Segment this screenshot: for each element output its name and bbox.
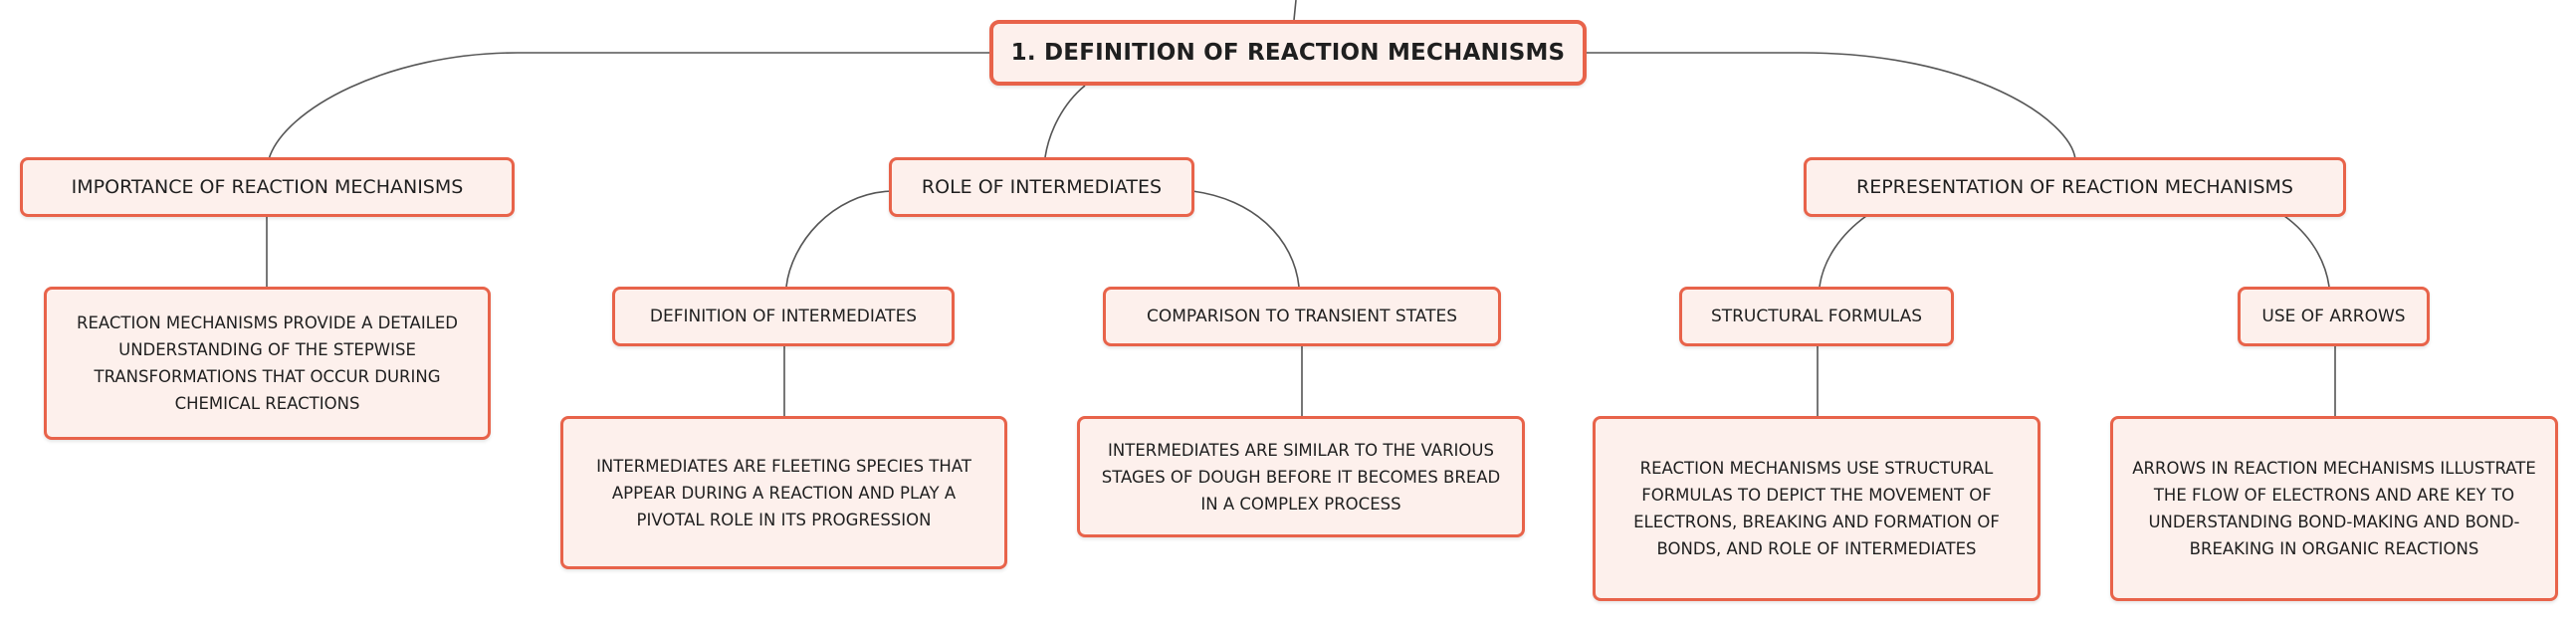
topic-role-label: ROLE OF INTERMEDIATES	[921, 176, 1163, 198]
root-topic-label: 1. DEFINITION OF REACTION MECHANISMS	[1010, 40, 1566, 66]
root-topic[interactable]: 1. DEFINITION OF REACTION MECHANISMS	[989, 20, 1587, 86]
detail-definition-text: INTERMEDIATES ARE FLEETING SPECIES THAT …	[596, 456, 971, 529]
detail-importance-text: REACTION MECHANISMS PROVIDE A DETAILED U…	[76, 313, 459, 413]
topic-role-of-intermediates[interactable]: ROLE OF INTERMEDIATES	[889, 157, 1194, 217]
detail-structural-text: REACTION MECHANISMS USE STRUCTURAL FORMU…	[1633, 459, 2000, 558]
subtopic-structural-label: STRUCTURAL FORMULAS	[1710, 307, 1923, 326]
detail-use-of-arrows[interactable]: ARROWS IN REACTION MECHANISMS ILLUSTRATE…	[2110, 416, 2558, 601]
subtopic-definition-of-intermediates[interactable]: DEFINITION OF INTERMEDIATES	[612, 287, 955, 346]
topic-importance-label: IMPORTANCE OF REACTION MECHANISMS	[71, 176, 464, 198]
detail-definition-of-intermediates[interactable]: INTERMEDIATES ARE FLEETING SPECIES THAT …	[560, 416, 1007, 569]
topic-importance[interactable]: IMPORTANCE OF REACTION MECHANISMS	[20, 157, 515, 217]
detail-comparison-text: INTERMEDIATES ARE SIMILAR TO THE VARIOUS…	[1101, 440, 1501, 514]
connector-role-to-definition	[785, 190, 892, 288]
detail-comparison-to-transient-states[interactable]: INTERMEDIATES ARE SIMILAR TO THE VARIOUS…	[1077, 416, 1525, 537]
connector-root-to-role	[1044, 85, 1086, 158]
connector-representation-to-structural	[1819, 215, 1867, 288]
subtopic-comparison-to-transient-states[interactable]: COMPARISON TO TRANSIENT STATES	[1103, 287, 1501, 346]
subtopic-comparison-label: COMPARISON TO TRANSIENT STATES	[1147, 307, 1457, 326]
subtopic-structural-formulas[interactable]: STRUCTURAL FORMULAS	[1679, 287, 1954, 346]
subtopic-definition-label: DEFINITION OF INTERMEDIATES	[649, 307, 918, 326]
subtopic-use-of-arrows[interactable]: USE OF ARROWS	[2238, 287, 2430, 346]
subtopic-arrows-label: USE OF ARROWS	[2261, 307, 2406, 326]
detail-structural-formulas[interactable]: REACTION MECHANISMS USE STRUCTURAL FORMU…	[1593, 416, 2040, 601]
topic-representation-label: REPRESENTATION OF REACTION MECHANISMS	[1856, 176, 2293, 198]
connector-representation-to-arrows	[2283, 215, 2330, 288]
connector-root-to-representation	[1587, 52, 2076, 160]
connector-root-incoming	[1293, 0, 1297, 21]
detail-importance[interactable]: REACTION MECHANISMS PROVIDE A DETAILED U…	[44, 287, 491, 440]
topic-representation[interactable]: REPRESENTATION OF REACTION MECHANISMS	[1804, 157, 2346, 217]
connector-root-to-importance	[268, 52, 989, 160]
detail-arrows-text: ARROWS IN REACTION MECHANISMS ILLUSTRATE…	[2132, 459, 2536, 558]
connector-role-to-comparison	[1191, 190, 1300, 288]
